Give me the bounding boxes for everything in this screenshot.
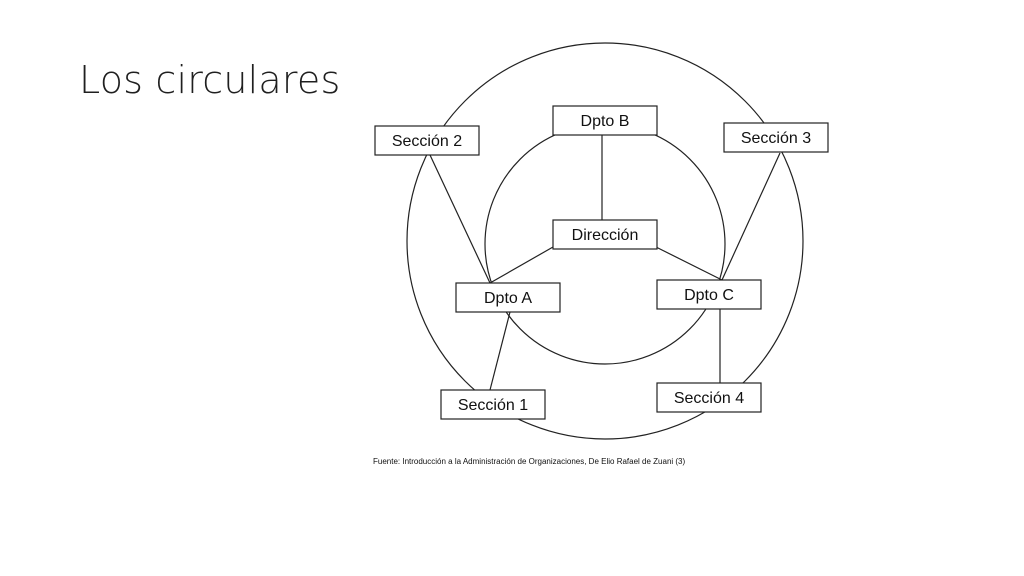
line-seccion2-dpto-a [429, 154, 491, 284]
diagram-caption: Fuente: Introducción a la Administración… [373, 457, 686, 466]
node-seccion-4: Sección 4 [656, 382, 762, 413]
node-dpto-b: Dpto B [552, 105, 658, 136]
line-direccion-dpto-a [489, 246, 554, 284]
connectors [429, 135, 781, 391]
node-seccion-1-label: Sección 1 [458, 397, 528, 414]
line-direccion-dpto-c [655, 246, 723, 281]
outer-ring [406, 42, 804, 440]
node-direccion-label: Dirección [572, 227, 639, 244]
node-dpto-c-label: Dpto C [684, 287, 734, 304]
line-dpto-a-seccion1 [489, 311, 511, 391]
line-seccion3-dpto-c [721, 152, 781, 281]
node-seccion-2-label: Sección 2 [392, 133, 462, 150]
node-dpto-a: Dpto A [455, 282, 561, 313]
node-seccion-4-label: Sección 4 [674, 390, 744, 407]
slide-title: Los circulares [79, 58, 341, 102]
node-dpto-b-label: Dpto B [581, 113, 630, 130]
node-dpto-c: Dpto C [656, 279, 762, 310]
node-seccion-1: Sección 1 [440, 389, 546, 420]
node-dpto-a-label: Dpto A [484, 290, 532, 307]
node-seccion-2: Sección 2 [374, 125, 480, 156]
node-direccion: Dirección [552, 219, 658, 250]
node-seccion-3: Sección 3 [723, 122, 829, 153]
node-seccion-3-label: Sección 3 [741, 130, 811, 147]
